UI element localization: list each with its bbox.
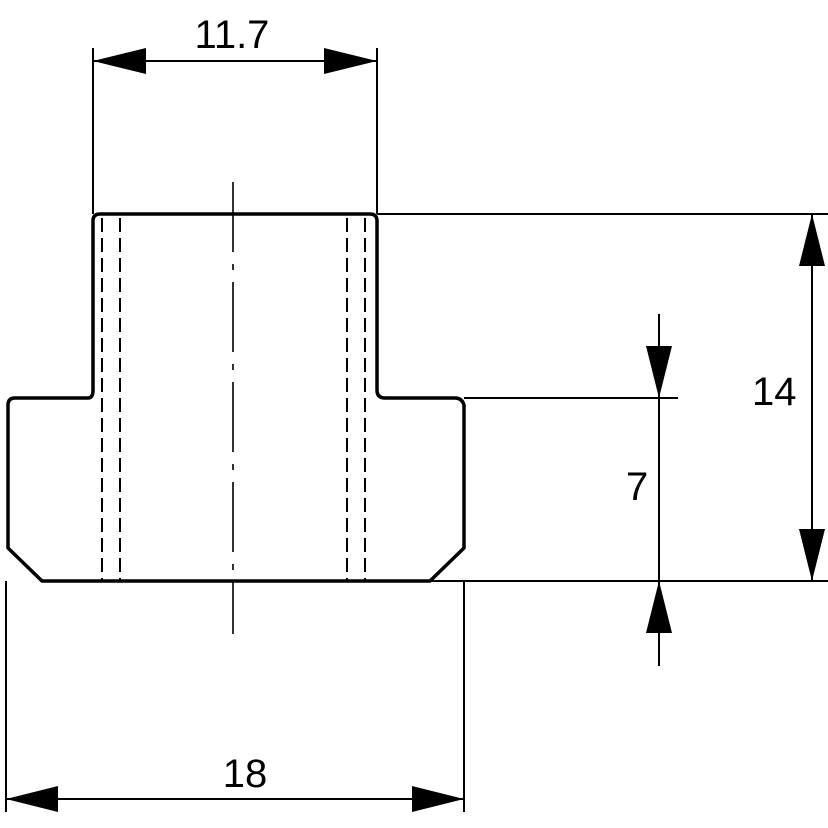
dimension-top-width: 11.7 [92,13,378,214]
dimension-label-total-height: 14 [752,370,797,414]
arrowhead-top-left [93,48,146,74]
dimension-label-bottom-width: 18 [223,752,268,796]
arrowhead-top-right [324,48,377,74]
dimension-bottom-width: 18 [5,581,465,812]
dimension-label-flange-height: 7 [626,465,648,509]
dimension-total-height: 14 [377,213,828,582]
dimension-label-top-width: 11.7 [195,13,270,57]
arrowhead-height-top [799,214,825,266]
part-outline [6,212,466,583]
arrowhead-flange-top [646,346,672,398]
arrowhead-flange-bottom [646,581,672,633]
arrowhead-height-bottom [799,529,825,581]
dimension-flange-height: 7 [464,314,678,666]
arrowhead-bottom-left [6,786,58,812]
arrowhead-bottom-right [412,786,464,812]
